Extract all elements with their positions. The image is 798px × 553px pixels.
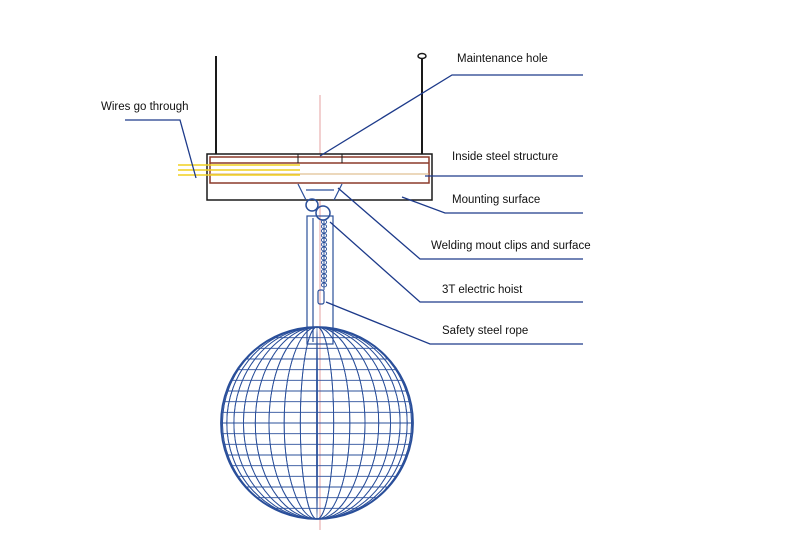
label-inside-steel-structure: Inside steel structure (452, 151, 559, 163)
leader-mounting-surface (401, 196, 583, 214)
outer-box (206, 153, 433, 201)
chain-link (320, 269, 328, 274)
hoist-housing (306, 215, 334, 345)
hook-ring-left (305, 198, 319, 212)
hook-ring-right (315, 205, 331, 221)
chain-link (320, 233, 328, 238)
chain-link (320, 242, 328, 247)
maintenance-hole-mark (417, 52, 427, 60)
chain-link (320, 260, 328, 265)
leader-safety-rope (325, 301, 583, 345)
chain-link (320, 273, 328, 279)
chain-link (320, 251, 328, 256)
chain-link (320, 228, 328, 234)
leader-maintenance-hole (319, 74, 583, 157)
chain-link (320, 264, 328, 270)
leader-electric-hoist (329, 221, 583, 303)
chain-link (320, 237, 328, 243)
label-electric-hoist: 3T electric hoist (442, 284, 523, 296)
chain-link (320, 224, 328, 229)
leader-welding-clips (337, 187, 583, 260)
label-mounting-surface: Mounting surface (452, 194, 541, 206)
chain-link (320, 246, 328, 252)
label-wires-go-through: Wires go through (101, 101, 189, 113)
mounting-clip (297, 183, 343, 201)
chain-link (320, 255, 328, 261)
label-welding-clips: Welding mout clips and surface (431, 240, 591, 252)
chain-link (320, 278, 328, 283)
hoist-chain (320, 219, 328, 288)
label-safety-steel-rope: Safety steel rope (442, 325, 529, 337)
mirror-ball-globe (220, 326, 414, 520)
chain-link (320, 282, 328, 288)
chain-link (320, 219, 328, 225)
label-maintenance-hole: Maintenance hole (457, 53, 548, 65)
hoist-hook-block (317, 289, 325, 305)
leader-wires-go-through (125, 119, 197, 179)
